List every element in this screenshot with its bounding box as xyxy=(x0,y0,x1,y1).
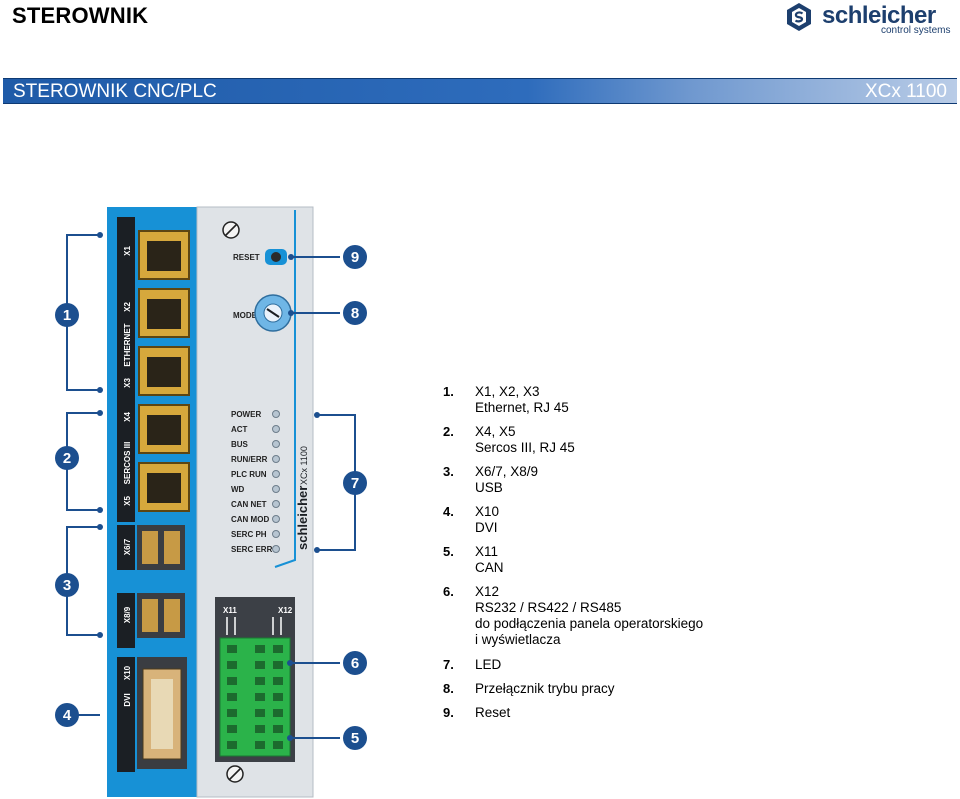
led-label-can-net: CAN NET xyxy=(231,500,267,509)
led-label-serc-err: SERC ERR xyxy=(231,545,273,554)
device-model: XCx 1100 xyxy=(299,446,309,485)
status-leds xyxy=(272,410,280,553)
legend-line: X4, X5 xyxy=(475,424,516,439)
legend-line: X10 xyxy=(475,504,500,519)
callout-6-label: 6 xyxy=(351,655,359,672)
terminal-label-x12: X12 xyxy=(278,606,293,615)
legend-line: LED xyxy=(475,657,502,672)
callout-3-label: 3 xyxy=(63,577,71,594)
callout-2 xyxy=(55,446,79,470)
port-label-x1: X1 xyxy=(123,246,132,256)
banner-model: XCx 1100 xyxy=(864,81,947,102)
port-label-x89: X8/9 xyxy=(123,606,132,623)
legend-number: 9. xyxy=(443,705,454,720)
hexagon-logo-icon xyxy=(787,3,811,31)
legend-line: RS232 / RS422 / RS485 xyxy=(475,600,622,615)
reset-label: RESET xyxy=(233,253,260,262)
legend-line: X1, X2, X3 xyxy=(475,384,540,399)
device-brand: schleicher xyxy=(295,486,310,550)
port-label-x2: X2 xyxy=(123,302,132,312)
callout-9 xyxy=(343,245,367,269)
led-label-bus: BUS xyxy=(231,440,249,449)
callout-8-label: 8 xyxy=(351,305,359,322)
legend-number: 2. xyxy=(443,424,454,439)
port-label-x4: X4 xyxy=(123,412,132,422)
callout-3 xyxy=(55,573,79,597)
callout-6 xyxy=(343,651,367,675)
callout-9-label: 9 xyxy=(351,249,359,266)
legend-line: DVI xyxy=(475,520,498,535)
legend-number: 7. xyxy=(443,657,454,672)
callout-4-label: 4 xyxy=(63,707,72,724)
legend-line: do podłączenia panela operatorskiego xyxy=(475,616,704,631)
legend-line: CAN xyxy=(475,560,504,575)
legend-line: Przełącznik trybu pracy xyxy=(475,681,615,696)
rj45-ports xyxy=(138,230,190,512)
port-label-x67: X6/7 xyxy=(123,538,132,555)
port-label-sercos: SERCOS III xyxy=(123,442,132,485)
callout-5-label: 5 xyxy=(351,730,359,747)
callout-4 xyxy=(55,703,79,727)
legend-line: X6/7, X8/9 xyxy=(475,464,539,479)
legend-line: USB xyxy=(475,480,503,495)
legend-number: 8. xyxy=(443,681,454,696)
port-label-dvi: DVI xyxy=(123,693,132,706)
callout-7-label: 7 xyxy=(351,475,359,492)
callout-8 xyxy=(343,301,367,325)
schleicher-logo: schleicher control systems xyxy=(786,2,956,38)
legend-line: i wyświetlacza xyxy=(475,632,561,647)
title-banner: STEROWNIK CNC/PLC XCx 1100 xyxy=(3,78,957,104)
legend-number: 5. xyxy=(443,544,454,559)
brand-name: schleicher xyxy=(822,2,936,29)
dvi-port xyxy=(137,657,187,769)
callout-7 xyxy=(343,471,367,495)
terminal-label-x11: X11 xyxy=(223,606,237,615)
legend-line: Sercos III, RJ 45 xyxy=(475,440,575,455)
device-diagram: X1 X2 ETHERNET X3 X4 SERCOS III X5 X6/7 … xyxy=(45,195,385,799)
legend-line: Ethernet, RJ 45 xyxy=(475,400,569,415)
legend-line: X11 xyxy=(475,544,499,559)
controller-illustration: X1 X2 ETHERNET X3 X4 SERCOS III X5 X6/7 … xyxy=(55,206,367,798)
led-label-serc-ph: SERC PH xyxy=(231,530,267,539)
mode-label: MODE xyxy=(233,311,258,320)
legend-number: 3. xyxy=(443,464,454,479)
led-label-act: ACT xyxy=(231,425,248,434)
port-label-x3: X3 xyxy=(123,378,132,388)
port-label-ethernet: ETHERNET xyxy=(123,323,132,366)
legend-number: 6. xyxy=(443,584,454,599)
callout-5 xyxy=(343,726,367,750)
led-label-can-mod: CAN MOD xyxy=(231,515,269,524)
legend-number: 4. xyxy=(443,504,454,519)
brand-tagline: control systems xyxy=(881,25,951,36)
usb-ports xyxy=(137,525,185,638)
legend-number: 1. xyxy=(443,384,454,399)
led-label-power: POWER xyxy=(231,410,261,419)
legend-line: Reset xyxy=(475,705,511,720)
callout-1 xyxy=(55,303,79,327)
led-label-run-err: RUN/ERR xyxy=(231,455,268,464)
callout-1-label: 1 xyxy=(63,307,71,324)
port-label-x5: X5 xyxy=(123,496,132,506)
led-label-wd: WD xyxy=(231,485,245,494)
callout-2-label: 2 xyxy=(63,450,71,467)
led-label-plc-run: PLC RUN xyxy=(231,470,267,479)
banner-title: STEROWNIK CNC/PLC xyxy=(13,81,217,102)
page-title: STEROWNIK xyxy=(12,3,149,28)
port-label-x10: X10 xyxy=(123,665,132,680)
legend-line: X12 xyxy=(475,584,500,599)
